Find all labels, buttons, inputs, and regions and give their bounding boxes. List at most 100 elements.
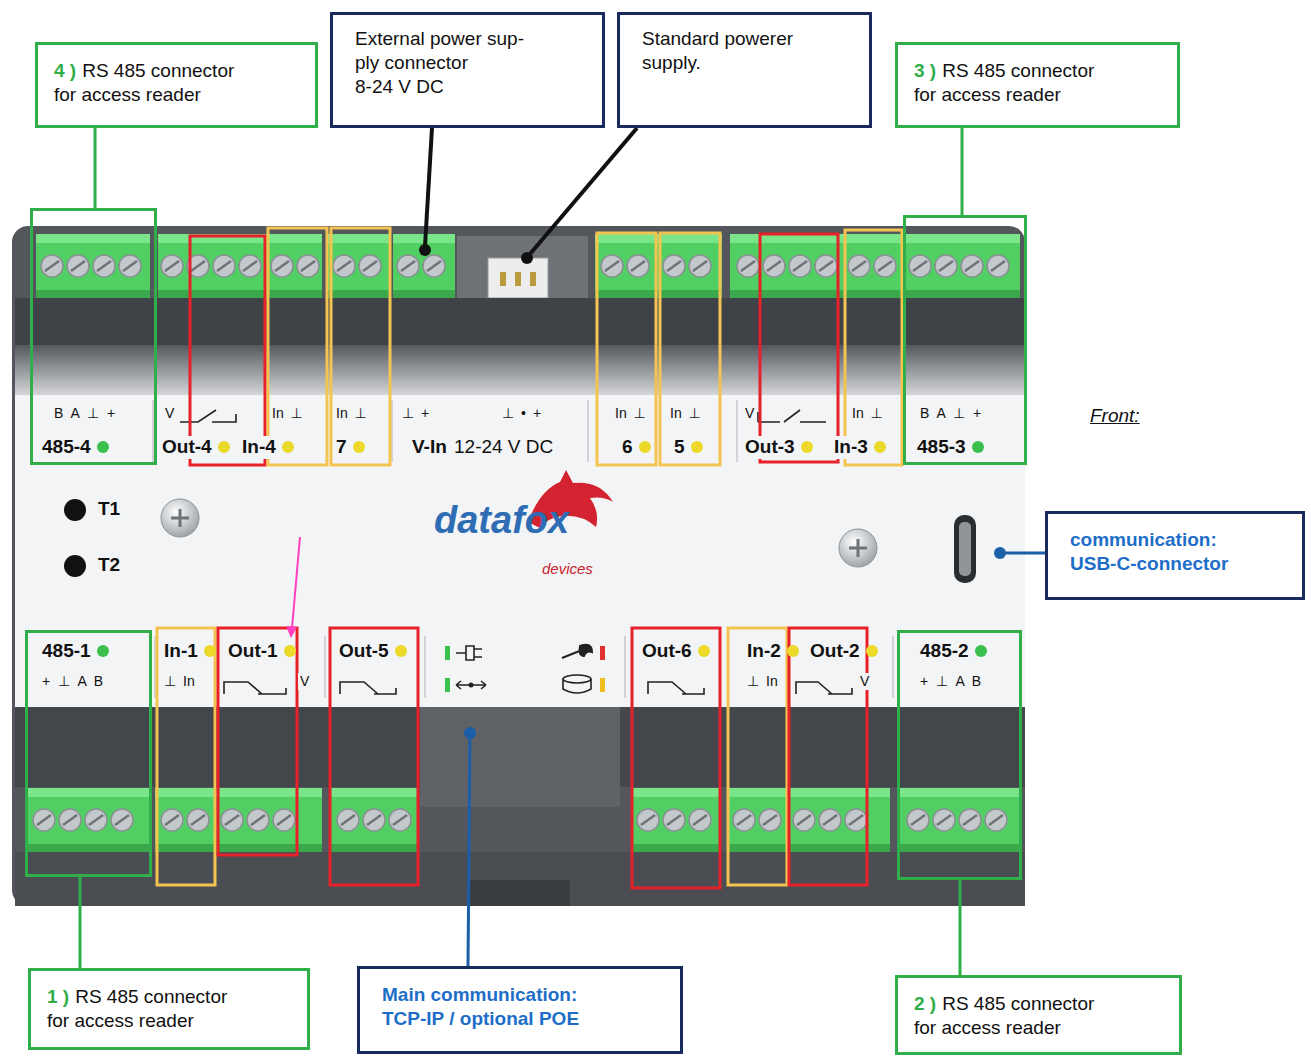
screw-slot bbox=[939, 261, 953, 271]
terminal-screw bbox=[213, 255, 235, 277]
terminal-screw bbox=[363, 809, 385, 831]
terminal-block-shadow bbox=[897, 844, 1020, 852]
port-name: 485-2 bbox=[918, 640, 971, 663]
port-name: Out-4 bbox=[160, 436, 214, 459]
leader-line bbox=[94, 128, 97, 208]
callout-box: 1 )RS 485 connector for access reader bbox=[28, 968, 310, 1050]
terminal-screw bbox=[119, 255, 141, 277]
front-panel bbox=[15, 395, 1025, 707]
callout-number: 2 ) bbox=[914, 993, 936, 1014]
terminal-block bbox=[158, 234, 322, 298]
input-frame bbox=[268, 228, 327, 465]
screw-slot bbox=[217, 261, 231, 271]
port-name: T2 bbox=[96, 554, 122, 577]
port-name: 485-4 bbox=[40, 436, 93, 459]
screw-slot bbox=[911, 815, 925, 825]
socket-pin bbox=[530, 272, 536, 286]
logo-text: datafox bbox=[432, 498, 571, 544]
panel-label: ⊥ In bbox=[162, 673, 197, 690]
terminal-screw bbox=[59, 809, 81, 831]
socket-pin bbox=[500, 272, 506, 286]
screw-slot bbox=[991, 261, 1005, 271]
housing-base bbox=[15, 852, 1025, 906]
callout-box: 3 )RS 485 connector for access reader bbox=[895, 42, 1180, 128]
terminal-screw bbox=[845, 809, 867, 831]
input-frame bbox=[331, 228, 390, 465]
status-led bbox=[395, 645, 407, 657]
panel-label: Out-1 bbox=[226, 640, 296, 663]
screw-slot bbox=[965, 261, 979, 271]
screw-slot bbox=[45, 261, 59, 271]
power-socket-housing bbox=[457, 236, 588, 300]
usb-c-port bbox=[954, 515, 976, 583]
terminal-screw bbox=[333, 255, 355, 277]
screw-slot bbox=[367, 815, 381, 825]
leader-dot bbox=[994, 547, 1006, 559]
screw-slot bbox=[937, 815, 951, 825]
screw-slot bbox=[793, 261, 807, 271]
terminal-screw bbox=[909, 255, 931, 277]
status-led-bar bbox=[600, 678, 605, 692]
pin-label: 485-4 bbox=[40, 436, 109, 459]
screw-slot bbox=[97, 261, 111, 271]
port-name: V-In bbox=[410, 436, 449, 459]
callout-text: RS 485 connector for access reader bbox=[54, 60, 234, 105]
output-frame bbox=[789, 628, 867, 885]
terminal-screw bbox=[907, 809, 929, 831]
screw-slot bbox=[363, 261, 377, 271]
terminal-screw bbox=[271, 255, 293, 277]
pin-label: 485-3 bbox=[915, 436, 984, 459]
terminal-block bbox=[632, 788, 720, 852]
screw-slot bbox=[165, 815, 179, 825]
status-led bbox=[866, 645, 878, 657]
panel-label: devices bbox=[540, 560, 595, 578]
terminal-screw bbox=[819, 809, 841, 831]
screw-slot bbox=[191, 815, 205, 825]
pin-symbols: V bbox=[298, 673, 311, 690]
socket-pin bbox=[515, 272, 521, 286]
screw-slot bbox=[89, 815, 103, 825]
storage-icon bbox=[563, 679, 591, 693]
port-name: 12-24 V DC bbox=[452, 436, 555, 459]
status-led bbox=[204, 645, 216, 657]
pin-symbols: V bbox=[743, 405, 756, 422]
panel-label: In ⊥ bbox=[850, 405, 885, 422]
port-name: In-2 bbox=[745, 640, 783, 663]
port-name: 485-3 bbox=[915, 436, 968, 459]
panel-label: In ⊥ bbox=[270, 405, 305, 422]
screw-slot bbox=[225, 815, 239, 825]
housing-band bbox=[15, 298, 1025, 348]
terminal-block-shadow bbox=[906, 290, 1020, 298]
relay-symbol bbox=[648, 682, 704, 694]
communication-text: Main communication: bbox=[382, 983, 660, 1007]
leader-dot bbox=[419, 244, 431, 256]
panel-label: Out-4 bbox=[160, 436, 230, 459]
logo-cat bbox=[528, 470, 613, 528]
terminal-block-shadow bbox=[36, 290, 150, 298]
port-name: Out-5 bbox=[337, 640, 391, 663]
terminal-screw bbox=[239, 255, 261, 277]
status-led bbox=[874, 441, 886, 453]
status-led bbox=[97, 441, 109, 453]
terminal-screw bbox=[273, 809, 295, 831]
leader-dot bbox=[521, 252, 533, 264]
pin-label: + ⊥ A B bbox=[40, 673, 105, 690]
terminal-screw bbox=[397, 255, 419, 277]
callout-text: RS 485 connector for access reader bbox=[47, 986, 227, 1031]
output-frame bbox=[330, 628, 418, 885]
panel-label: Out-6 bbox=[640, 640, 710, 663]
input-frame bbox=[157, 628, 215, 885]
panel-label: T2 bbox=[96, 554, 122, 577]
panel-label: ⊥ • + bbox=[500, 405, 543, 422]
terminal-screw bbox=[423, 255, 445, 277]
screw-slot bbox=[767, 261, 781, 271]
relay-symbol bbox=[340, 682, 396, 694]
leader-line bbox=[1000, 552, 1045, 555]
terminal-screw bbox=[985, 809, 1007, 831]
connector-zone: B A ⊥ +485-4 bbox=[30, 208, 157, 465]
port-name: In-3 bbox=[832, 436, 870, 459]
callout-text: RS 485 connector for access reader bbox=[914, 60, 1094, 105]
terminal-screw bbox=[874, 255, 896, 277]
